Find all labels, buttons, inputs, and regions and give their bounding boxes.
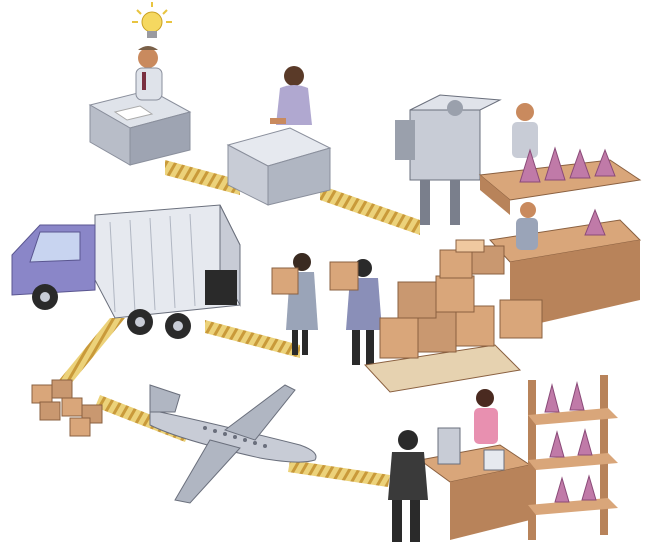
- lightbulb-icon: [132, 2, 172, 38]
- retail-counter: [420, 389, 530, 540]
- box-cluster: [32, 380, 102, 436]
- customer: [388, 430, 428, 542]
- warehouse-worker-man: [330, 259, 382, 365]
- factory-machine: [395, 95, 500, 225]
- designer-at-desk: [90, 46, 190, 165]
- product-shelf: [528, 375, 618, 540]
- assembly-table: [480, 103, 640, 215]
- delivery-truck: [12, 205, 240, 339]
- box-stack-shelf: [440, 240, 504, 278]
- worker-at-machine: [228, 66, 330, 205]
- cargo-plane: [150, 385, 316, 503]
